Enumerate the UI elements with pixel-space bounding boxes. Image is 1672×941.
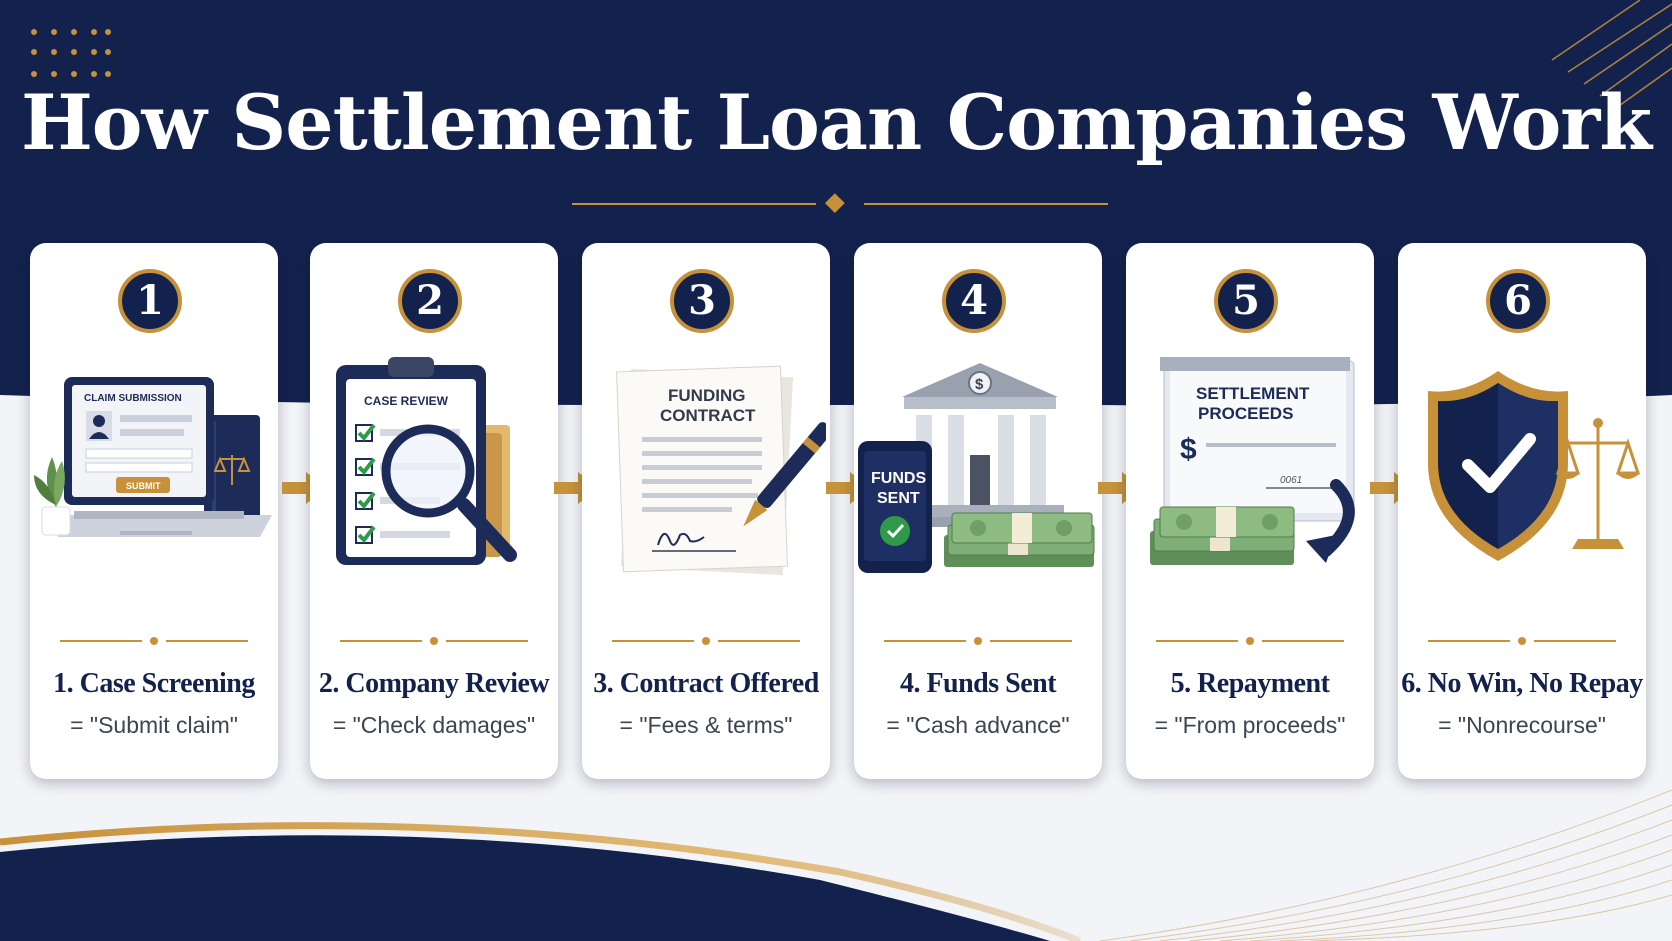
settlement-check-cash-icon: SETTLEMENT PROCEEDS $ 0061 bbox=[1150, 357, 1355, 565]
card-divider bbox=[884, 637, 1072, 645]
footer-lines-pattern bbox=[1099, 789, 1672, 941]
step-card-1: 1 CLAIM SUBMISSION SUBMIT bbox=[30, 243, 278, 779]
claim-form-label: CLAIM SUBMISSION bbox=[84, 393, 182, 404]
contract-label-line2: CONTRACT bbox=[660, 406, 756, 425]
bank-phone-cash-icon: $ FUNDS SENT bbox=[858, 363, 1095, 573]
step-subtitle: = "Check damages" bbox=[332, 712, 536, 738]
step-subtitle: = "Submit claim" bbox=[70, 712, 238, 738]
dot-grid-decoration bbox=[31, 29, 111, 77]
settlement-label-line2: PROCEEDS bbox=[1198, 404, 1293, 423]
check-number: 0061 bbox=[1280, 475, 1302, 486]
laptop-claim-form-icon: CLAIM SUBMISSION SUBMIT bbox=[34, 377, 272, 537]
step-card-6: 6 6. No Win, No Repay = "Nonrecourse" bbox=[1398, 243, 1646, 779]
step-subtitle: = "From proceeds" bbox=[1154, 712, 1346, 738]
footer-navy-wave bbox=[0, 835, 1050, 941]
step-number-badge: 2 bbox=[398, 269, 462, 333]
card-divider bbox=[612, 637, 800, 645]
step-card-2: 2 CASE REVIEW 2. Company Review = "Check bbox=[310, 243, 558, 779]
settlement-label-line1: SETTLEMENT bbox=[1196, 384, 1310, 403]
step-subtitle: = "Nonrecourse" bbox=[1438, 712, 1606, 738]
page-title: How Settlement Loan Companies Work bbox=[21, 78, 1652, 167]
step-subtitle: = "Fees & terms" bbox=[619, 712, 793, 738]
step-card-5: 5 SETTLEMENT PROCEEDS $ 0061 5. Repaymen bbox=[1126, 243, 1374, 779]
card-divider bbox=[1428, 637, 1616, 645]
funds-label-line1: FUNDS bbox=[871, 470, 926, 487]
card-divider bbox=[60, 637, 248, 645]
step-title: 4. Funds Sent bbox=[899, 668, 1057, 699]
step-title: 6. No Win, No Repay bbox=[1401, 668, 1643, 699]
contract-label-line1: FUNDING bbox=[668, 386, 745, 405]
corner-gold-lines bbox=[1551, 0, 1672, 109]
step-number-badge: 6 bbox=[1486, 269, 1550, 333]
bank-dollar-sign: $ bbox=[975, 376, 984, 393]
card-divider bbox=[340, 637, 528, 645]
clipboard-magnifier-icon: CASE REVIEW bbox=[336, 357, 517, 565]
footer-gold-wave bbox=[0, 822, 1082, 941]
step-card-3: 3 FUNDING CONTRACT 3. Contract Offered =… bbox=[582, 243, 830, 779]
clipboard-label: CASE REVIEW bbox=[364, 394, 449, 408]
step-title: 3. Contract Offered bbox=[593, 668, 819, 699]
funds-label-line2: SENT bbox=[877, 490, 920, 507]
title-divider bbox=[572, 193, 1108, 214]
step-card-4: 4 $ FUNDS SENT 4. bbox=[854, 243, 1102, 779]
step-number-badge: 4 bbox=[942, 269, 1006, 333]
check-dollar-sign: $ bbox=[1180, 433, 1197, 466]
signed-contract-pen-icon: FUNDING CONTRACT bbox=[616, 365, 826, 575]
step-number-badge: 3 bbox=[670, 269, 734, 333]
step-title: 5. Repayment bbox=[1170, 668, 1330, 699]
submit-button-label: SUBMIT bbox=[126, 481, 161, 491]
step-title: 1. Case Screening bbox=[53, 668, 255, 699]
step-number-badge: 1 bbox=[118, 269, 182, 333]
card-divider bbox=[1156, 637, 1344, 645]
step-title: 2. Company Review bbox=[318, 668, 550, 699]
step-number-badge: 5 bbox=[1214, 269, 1278, 333]
shield-check-scales-icon bbox=[1428, 371, 1641, 561]
step-subtitle: = "Cash advance" bbox=[886, 712, 1070, 738]
